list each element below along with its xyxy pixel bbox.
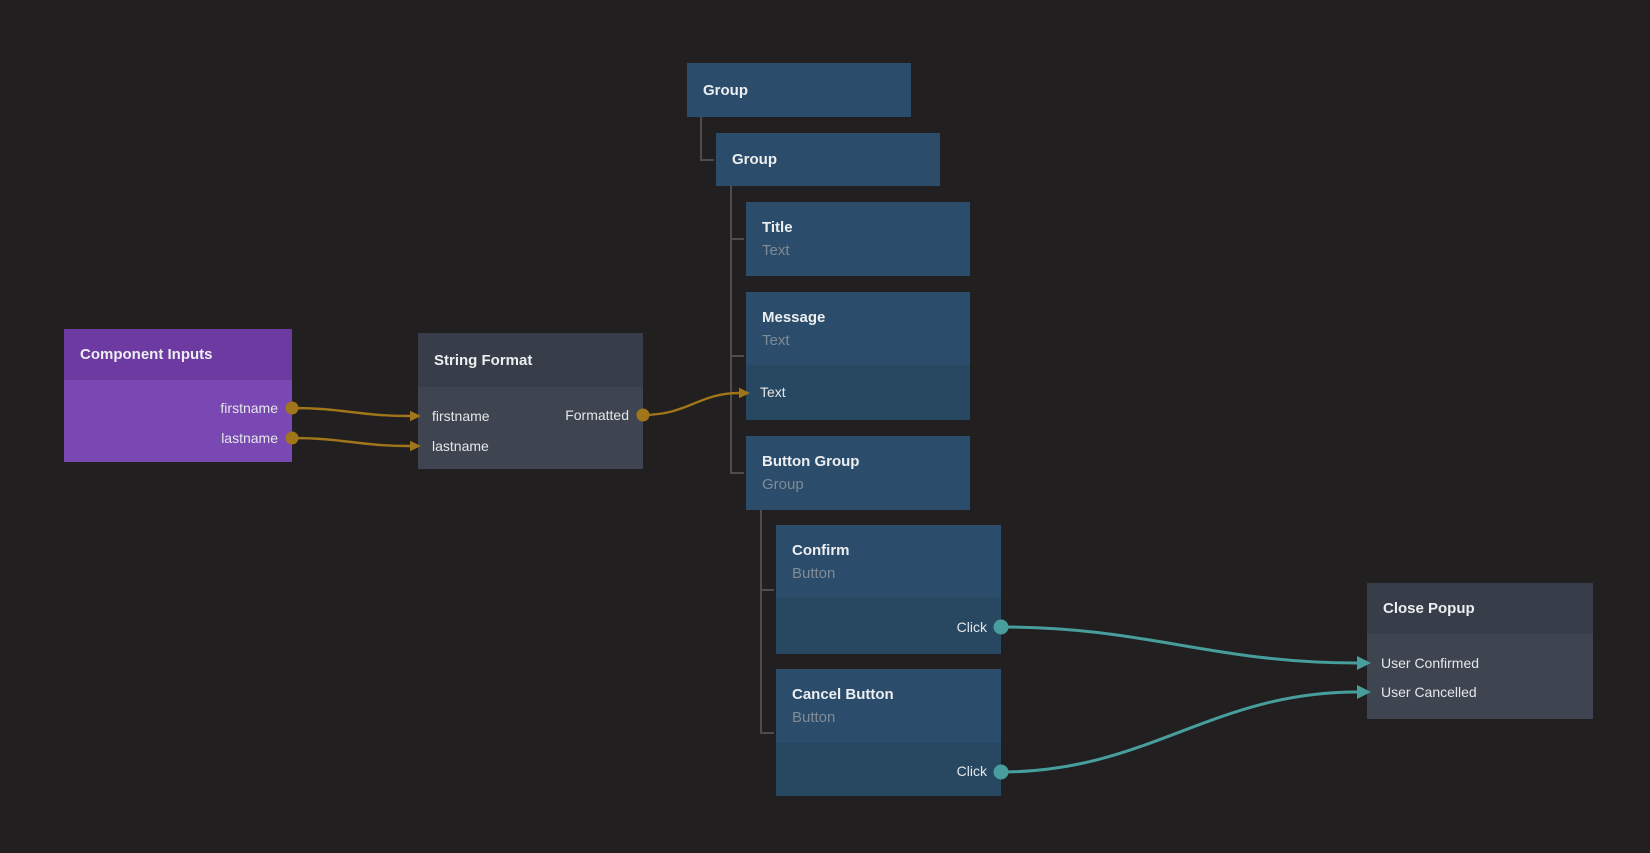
tree-line-group-inner-trunk bbox=[730, 186, 744, 474]
node-header: Component Inputs bbox=[64, 329, 292, 380]
node-title: Confirm bbox=[792, 542, 850, 559]
node-confirm-button[interactable]: Confirm Button Click bbox=[776, 525, 1001, 654]
port-label: firstname bbox=[220, 400, 278, 416]
node-group-outer[interactable]: Group bbox=[687, 63, 911, 117]
port-label: User Confirmed bbox=[1381, 655, 1480, 671]
node-title: Title bbox=[762, 219, 793, 236]
node-button-group[interactable]: Button Group Group bbox=[746, 436, 970, 510]
tree-line-group-outer-to-inner bbox=[700, 117, 714, 161]
node-title: Cancel Button bbox=[792, 686, 894, 703]
port-label: Text bbox=[760, 384, 786, 400]
port-label: lastname bbox=[432, 438, 489, 454]
node-title: Close Popup bbox=[1383, 600, 1475, 617]
node-header: Confirm Button bbox=[776, 525, 1001, 598]
node-title: Message bbox=[762, 309, 826, 326]
node-string-format[interactable]: String Format firstname lastname Formatt… bbox=[418, 333, 643, 469]
port-label: firstname bbox=[432, 408, 490, 424]
port-output-firstname[interactable]: firstname bbox=[64, 397, 292, 419]
port-output-formatted[interactable]: Formatted bbox=[418, 404, 643, 426]
node-message-text[interactable]: Message Text Text bbox=[746, 292, 970, 420]
node-header: Close Popup bbox=[1367, 583, 1593, 634]
node-title: Component Inputs bbox=[80, 346, 213, 363]
node-title-text[interactable]: Title Text bbox=[746, 202, 970, 276]
port-label: Formatted bbox=[565, 407, 629, 423]
port-label: Click bbox=[956, 619, 987, 635]
tree-line-button-group-trunk bbox=[760, 510, 774, 734]
port-input-user-cancelled[interactable]: User Cancelled bbox=[1367, 681, 1593, 703]
wire-lastname[interactable] bbox=[291, 436, 411, 448]
node-title: String Format bbox=[434, 351, 533, 369]
node-cancel-button[interactable]: Cancel Button Button Click bbox=[776, 669, 1001, 796]
port-label: Click bbox=[956, 763, 987, 779]
port-input-user-confirmed[interactable]: User Confirmed bbox=[1367, 652, 1593, 674]
node-header: String Format bbox=[418, 333, 643, 387]
port-input-text[interactable]: Text bbox=[746, 381, 970, 403]
node-header: Group bbox=[687, 63, 911, 117]
node-group-inner[interactable]: Group bbox=[716, 133, 940, 186]
node-header: Group bbox=[716, 133, 940, 186]
node-title: Group bbox=[732, 151, 777, 168]
node-subtitle: Text bbox=[762, 332, 790, 349]
wire-cancel-click[interactable] bbox=[1000, 690, 1358, 774]
port-label: User Cancelled bbox=[1381, 684, 1477, 700]
wire-confirm-click[interactable] bbox=[1000, 625, 1358, 665]
port-label: lastname bbox=[221, 430, 278, 446]
node-header: Button Group Group bbox=[746, 436, 970, 510]
node-header: Title Text bbox=[746, 202, 970, 276]
node-subtitle: Text bbox=[762, 242, 790, 259]
node-subtitle: Button bbox=[792, 709, 836, 726]
node-subtitle: Button bbox=[792, 565, 836, 582]
node-header: Message Text bbox=[746, 292, 970, 365]
port-output-lastname[interactable]: lastname bbox=[64, 427, 292, 449]
node-close-popup[interactable]: Close Popup User Confirmed User Cancelle… bbox=[1367, 583, 1593, 719]
node-component-inputs[interactable]: Component Inputs firstname lastname bbox=[64, 329, 292, 462]
wire-formatted-to-text[interactable] bbox=[642, 391, 740, 417]
node-header: Cancel Button Button bbox=[776, 669, 1001, 743]
port-input-firstname[interactable]: firstname bbox=[418, 405, 643, 427]
port-input-lastname[interactable]: lastname bbox=[418, 435, 643, 457]
node-title: Group bbox=[703, 81, 748, 99]
wire-firstname[interactable] bbox=[291, 406, 411, 418]
port-output-click[interactable]: Click bbox=[776, 616, 1001, 638]
node-subtitle: Group bbox=[762, 476, 804, 493]
node-title: Button Group bbox=[762, 453, 860, 470]
port-output-click[interactable]: Click bbox=[776, 760, 1001, 782]
